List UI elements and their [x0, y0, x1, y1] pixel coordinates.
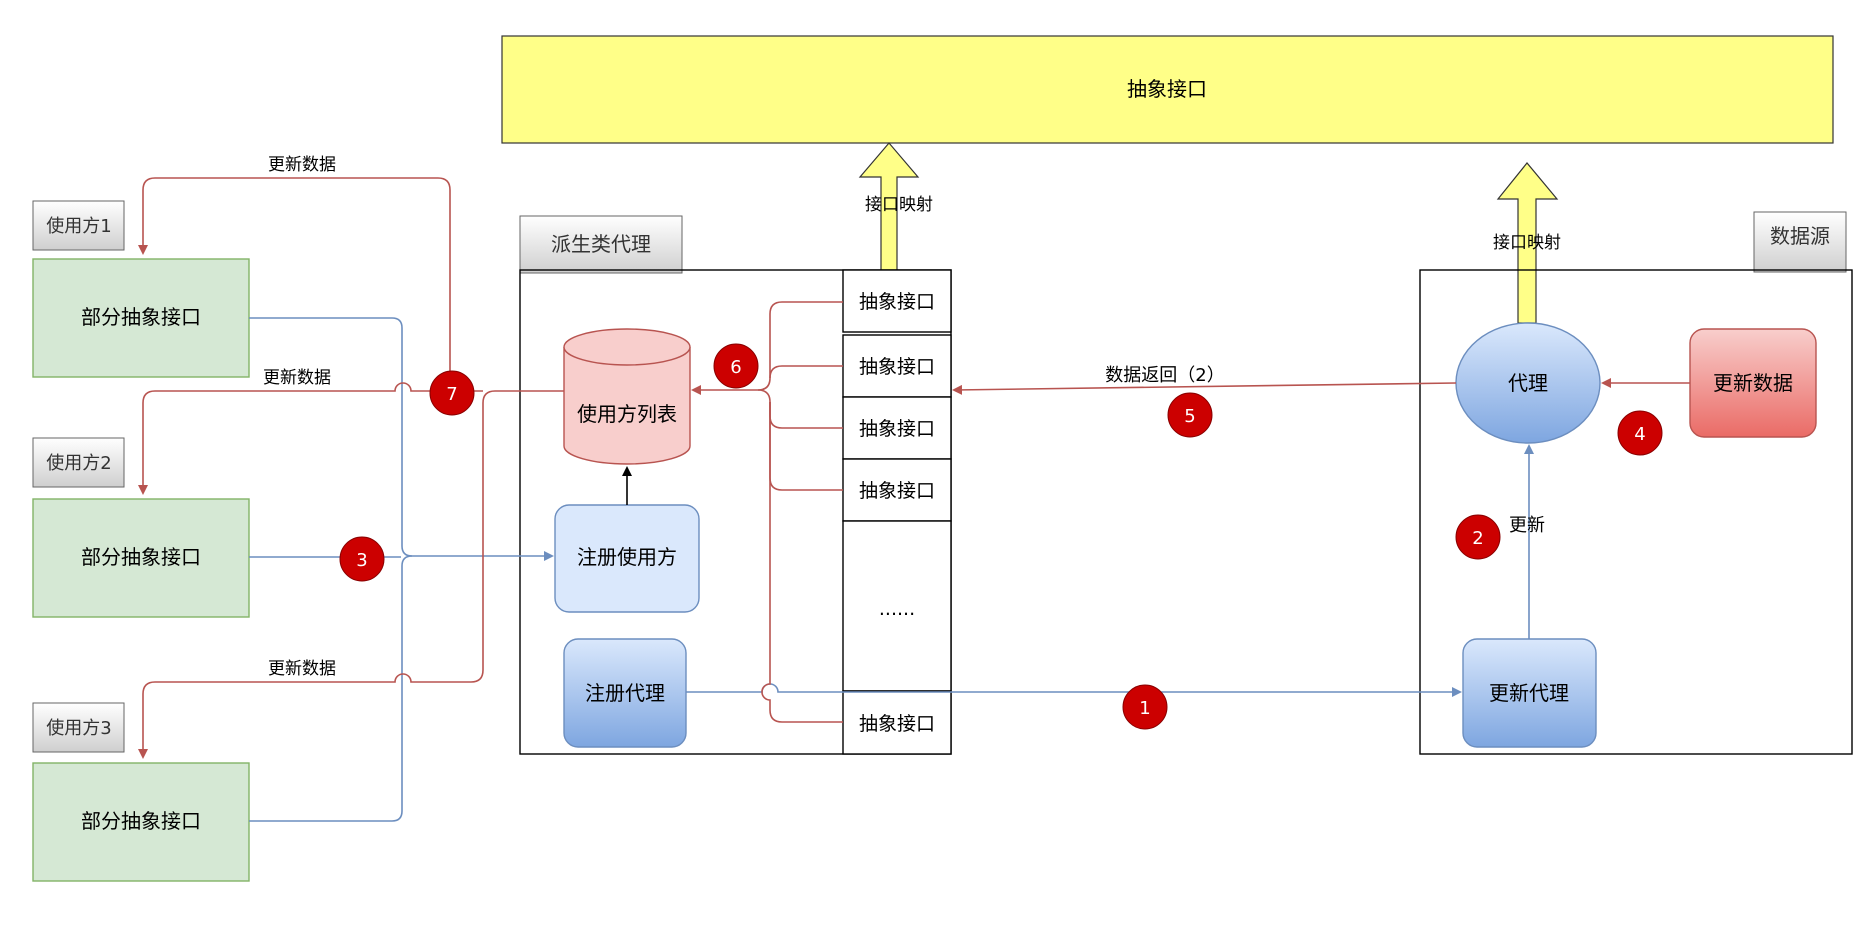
consumer-2-tab-label: 使用方2	[46, 453, 111, 474]
update-data-label: 更新数据	[1713, 371, 1793, 395]
step-badge-2: 2	[1455, 514, 1501, 560]
interface-mapping-arrow-left	[858, 142, 920, 273]
interface-mapping-label-left: 接口映射	[865, 195, 933, 215]
register-proxy-box	[563, 638, 687, 748]
consumer-1-register-line	[249, 317, 413, 557]
update-data-lines	[138, 177, 564, 759]
interface-fan-in-lines	[757, 301, 843, 723]
interface-cell-ellipsis	[842, 520, 952, 692]
consumer-3-box	[32, 762, 250, 882]
interface-cell-label: 抽象接口	[859, 713, 935, 735]
update-proxy-label: 更新代理	[1489, 681, 1569, 705]
data-source-tab	[1753, 211, 1847, 273]
consumer-1-box-label: 部分抽象接口	[81, 305, 201, 329]
abstract-interface-bar	[501, 35, 1834, 144]
consumer-3-box-label: 部分抽象接口	[81, 809, 201, 833]
interface-ellipsis-label: ......	[879, 598, 915, 620]
svg-text:6: 6	[730, 357, 741, 378]
update-data-label-1: 更新数据	[268, 155, 336, 175]
register-proxy-label: 注册代理	[585, 681, 665, 705]
derived-proxy-tab-label: 派生类代理	[551, 232, 651, 256]
consumer-list-label: 使用方列表	[577, 402, 677, 426]
consumer-1-tab-label: 使用方1	[46, 216, 111, 237]
step-badge-7: 7	[429, 370, 475, 416]
interface-cell-label: 抽象接口	[859, 356, 935, 378]
step-badge-6: 6	[713, 343, 759, 389]
consumer-2-box	[32, 498, 250, 618]
svg-text:7: 7	[446, 384, 457, 405]
register-consumer-label: 注册使用方	[577, 545, 677, 569]
interface-mapping-label-right: 接口映射	[1493, 233, 1561, 253]
consumer-3-register-line	[249, 555, 413, 822]
interface-cell-label: 抽象接口	[859, 418, 935, 440]
svg-text:3: 3	[356, 550, 367, 571]
step-badge-3: 3	[339, 536, 385, 582]
interface-cell-label: 抽象接口	[859, 291, 935, 313]
data-return-arrow	[952, 382, 1457, 395]
step-badge-4: 4	[1617, 410, 1663, 456]
interface-cell	[842, 458, 952, 522]
consumer-2-tab	[32, 437, 125, 488]
interface-column: 抽象接口 抽象接口 抽象接口 抽象接口 ...... 抽象接口	[842, 269, 952, 755]
consumer-3-tab-label: 使用方3	[46, 718, 111, 739]
data-return-label: 数据返回（2）	[1105, 365, 1224, 386]
svg-text:5: 5	[1184, 406, 1195, 427]
interface-mapping-arrow-right	[1496, 162, 1559, 324]
svg-text:4: 4	[1634, 424, 1645, 445]
register-proxy-arrow	[686, 683, 1462, 697]
interface-cell-label: 抽象接口	[859, 480, 935, 502]
update-data-label-2: 更新数据	[263, 368, 331, 388]
svg-text:1: 1	[1139, 698, 1150, 719]
consumer-list-cylinder	[563, 328, 691, 465]
step-badge-5: 5	[1167, 392, 1213, 438]
update-label: 更新	[1509, 515, 1545, 536]
consumer-3-tab	[32, 702, 125, 753]
abstract-interface-bar-label: 抽象接口	[1127, 77, 1207, 101]
derived-proxy-tab	[519, 215, 683, 274]
proxy-label: 代理	[1508, 371, 1548, 395]
interface-cell	[842, 269, 952, 333]
consumer-2-box-label: 部分抽象接口	[81, 545, 201, 569]
step-badge-1: 1	[1122, 684, 1168, 730]
svg-text:2: 2	[1472, 528, 1483, 549]
data-source-container	[1419, 269, 1853, 755]
consumer-1-box	[32, 258, 250, 378]
update-data-label-3: 更新数据	[268, 659, 336, 679]
data-source-tab-label: 数据源	[1770, 224, 1830, 248]
consumer-1-tab	[32, 200, 125, 251]
